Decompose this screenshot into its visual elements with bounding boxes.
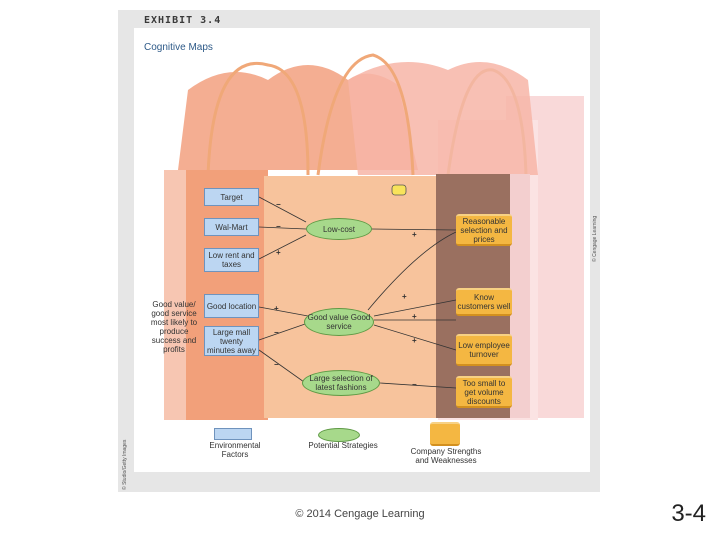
- exhibit-label: EXHIBIT 3.4: [144, 15, 222, 26]
- env-factor-walmart: Wal-Mart: [204, 218, 259, 236]
- legend-strategy-swatch: [318, 428, 360, 442]
- env-factor-target: Target: [204, 188, 259, 206]
- sign-goodvalue-reasonable: +: [412, 336, 417, 345]
- sign-goodloc-goodvalue: +: [274, 304, 279, 313]
- sign-largesel-toosmall: −: [412, 380, 417, 389]
- connector-lines: [258, 196, 457, 389]
- bag-left-side: [164, 170, 186, 420]
- sign-lowrent-lowcost: +: [276, 248, 281, 257]
- company-reasonable-selection: Reasonable selection and prices: [456, 214, 512, 246]
- company-know-customers: Know customers well: [456, 288, 512, 316]
- env-factor-good-location: Good location: [204, 294, 259, 318]
- shopping-bags-illustration: [164, 53, 584, 420]
- strategy-low-cost: Low-cost: [306, 218, 372, 240]
- photo-credit-left: © Studio/Getty Images: [122, 439, 128, 490]
- sign-largemall-goodvalue: −: [274, 328, 279, 337]
- exhibit-frame: EXHIBIT 3.4 Cognitive Maps: [118, 10, 600, 492]
- speech-bubble-icon: [391, 184, 407, 196]
- env-factor-large-mall: Large mall twenty minutes away: [204, 326, 259, 356]
- company-too-small: Too small to get volume discounts: [456, 376, 512, 408]
- company-low-turnover: Low employee turnover: [456, 334, 512, 366]
- exhibit-title: Cognitive Maps: [144, 42, 213, 53]
- bag-right-side: [510, 174, 530, 418]
- sign-walmart-lowcost: −: [276, 222, 281, 231]
- sign-largemall-largesel: −: [274, 360, 279, 369]
- sign-lowcost-reasonable: +: [412, 230, 417, 239]
- sign-target-lowcost: −: [276, 200, 281, 209]
- strategy-good-value: Good value Good service: [304, 308, 374, 336]
- bag-handle-middle: [316, 53, 415, 176]
- slide-number: 3-4: [671, 500, 706, 527]
- objective-text: Good value/ good service most likely to …: [150, 300, 198, 354]
- strategy-large-selection: Large selection of latest fashions: [302, 370, 380, 396]
- legend-company-label: Company Strengths and Weaknesses: [410, 447, 482, 465]
- tissue-paper-right: [348, 62, 538, 175]
- sign-goodvalue-lowturn: +: [412, 312, 417, 321]
- bag-handle-left: [206, 62, 310, 176]
- legend-company-swatch: [430, 422, 460, 446]
- bag-handle-right: [446, 68, 528, 176]
- legend-env-swatch: [214, 428, 252, 440]
- legend-env-label: Environmental Factors: [209, 441, 261, 459]
- sign-goodvalue-know: +: [402, 292, 407, 301]
- env-factor-low-rent: Low rent and taxes: [204, 248, 259, 272]
- photo-credit-right: © Cengage Learning: [592, 215, 598, 262]
- legend-strategy-label: Potential Strategies: [308, 441, 378, 450]
- copyright-footer: © 2014 Cengage Learning: [295, 508, 425, 520]
